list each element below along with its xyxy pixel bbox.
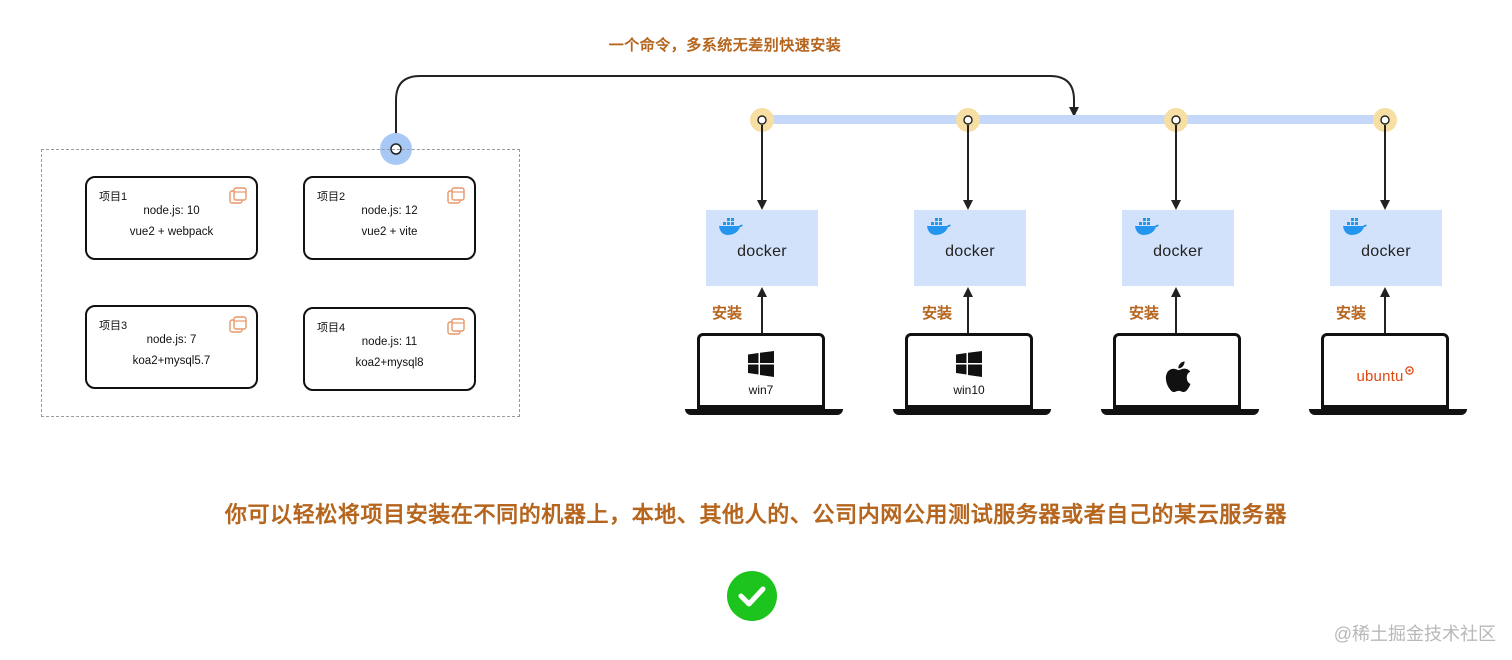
project-card-2: 项目2 node.js: 12 vue2 + vite — [303, 176, 476, 260]
project-card-1: 项目1 node.js: 10 vue2 + webpack — [85, 176, 258, 260]
laptop-win7: win7 — [685, 333, 843, 419]
copy-icon — [229, 187, 247, 204]
docker-whale-icon — [1135, 218, 1159, 235]
copy-icon — [447, 318, 465, 335]
laptop-base — [1101, 409, 1259, 415]
project-card-3: 项目3 node.js: 7 koa2+mysql5.7 — [85, 305, 258, 389]
docker-label: docker — [945, 243, 995, 260]
project-name: 项目4 — [317, 322, 346, 334]
install-label-1: 安装 — [712, 305, 743, 322]
install-label-4: 安装 — [1336, 305, 1367, 322]
project-name: 项目1 — [99, 191, 128, 203]
laptop-base — [1309, 409, 1467, 415]
project-node-version: node.js: 7 — [146, 334, 197, 346]
bus-node-2 — [963, 115, 973, 125]
laptop-screen — [1321, 333, 1449, 409]
docker-label: docker — [1153, 243, 1203, 260]
top-caption: 一个命令，多系统无差别快速安装 — [608, 37, 842, 54]
laptop-base — [893, 409, 1051, 415]
laptop-macos — [1101, 333, 1259, 419]
windows-logo-icon — [956, 351, 982, 377]
project-stack: koa2+mysql8 — [355, 357, 424, 369]
docker-whale-icon — [719, 218, 743, 235]
project-card-4: 项目4 node.js: 11 koa2+mysql8 — [303, 307, 476, 391]
apple-logo-icon — [1165, 361, 1191, 393]
install-label-3: 安装 — [1129, 305, 1160, 322]
distribution-bus — [762, 115, 1385, 124]
docker-label: docker — [737, 243, 787, 260]
docker-whale-icon — [1343, 218, 1367, 235]
copy-icon — [229, 316, 247, 333]
project-node-version: node.js: 12 — [361, 205, 418, 217]
windows-logo-icon — [748, 351, 774, 377]
docker-box-3: docker — [1122, 210, 1234, 286]
projects-group — [41, 149, 520, 417]
docker-box-4: docker — [1330, 210, 1442, 286]
project-stack: koa2+mysql5.7 — [132, 355, 211, 367]
ubuntu-wordmark: ubuntu — [1356, 368, 1404, 385]
main-caption: 你可以轻松将项目安装在不同的机器上，本地、其他人的、公司内网公用测试服务器或者自… — [224, 502, 1288, 527]
copy-icon — [447, 187, 465, 204]
ubuntu-circle-icon — [1404, 366, 1414, 375]
laptop-ubuntu: ubuntu — [1309, 333, 1467, 419]
bus-node-1 — [757, 115, 767, 125]
install-label-2: 安装 — [922, 305, 953, 322]
bus-node-3 — [1171, 115, 1181, 125]
bus-node-4 — [1380, 115, 1390, 125]
project-name: 项目2 — [317, 191, 346, 203]
os-label: win7 — [748, 383, 774, 397]
project-stack: vue2 + webpack — [129, 226, 214, 238]
laptop-base — [685, 409, 843, 415]
docker-whale-icon — [927, 218, 951, 235]
watermark: @稀土掘金技术社区 — [1333, 624, 1496, 644]
project-name: 项目3 — [99, 320, 128, 332]
ubuntu-logo: ubuntu — [1321, 366, 1449, 385]
docker-box-2: docker — [914, 210, 1026, 286]
command-arrow — [395, 75, 1079, 148]
docker-label: docker — [1361, 243, 1411, 260]
project-node-version: node.js: 10 — [143, 205, 200, 217]
check-circle-icon — [727, 571, 777, 621]
docker-box-1: docker — [706, 210, 818, 286]
project-node-version: node.js: 11 — [361, 336, 418, 348]
os-label: win10 — [953, 383, 985, 397]
laptop-win10: win10 — [893, 333, 1051, 419]
project-stack: vue2 + vite — [361, 226, 418, 238]
